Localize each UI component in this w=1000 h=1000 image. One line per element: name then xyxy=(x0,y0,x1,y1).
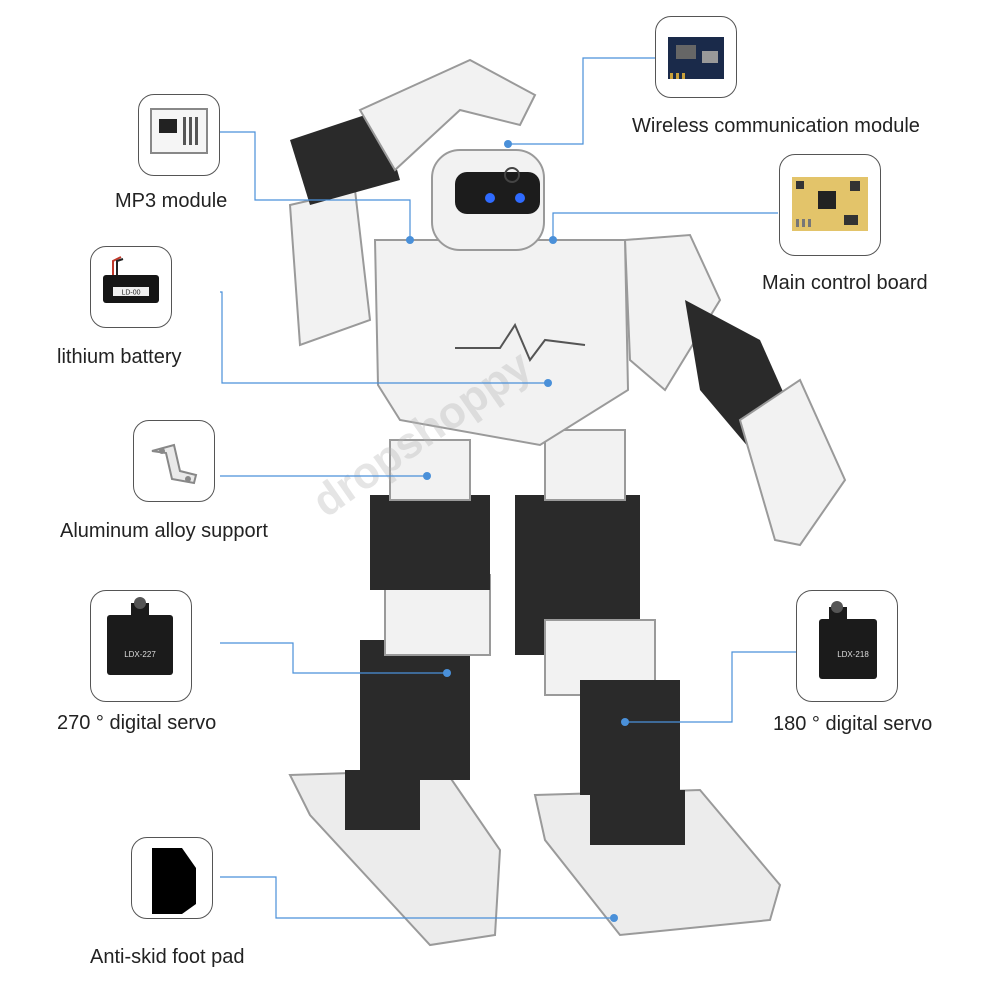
mp3-module-thumbnail xyxy=(138,94,220,176)
callout-line-servo270 xyxy=(220,642,447,674)
label-lithium-battery: lithium battery xyxy=(57,346,182,368)
label-aluminum-support: Aluminum alloy support xyxy=(60,520,268,542)
callout-dot-mp3 xyxy=(406,236,414,244)
left-hip-bracket xyxy=(389,439,471,501)
label-main-board: Main control board xyxy=(762,272,928,294)
label-mp3-module: MP3 module xyxy=(115,190,228,212)
lithium-battery-thumbnail: LD-00 xyxy=(90,246,172,328)
aluminum-support-thumbnail xyxy=(133,420,215,502)
label-foot-pad: Anti-skid foot pad xyxy=(90,946,245,968)
label-servo180: 180 ° digital servo xyxy=(773,713,933,735)
wireless-module-thumbnail xyxy=(655,16,737,98)
servo-270-icon: LDX-227 xyxy=(107,597,173,675)
callout-dot-support xyxy=(423,472,431,480)
left-thigh xyxy=(370,495,490,590)
control-board-thumbnail xyxy=(779,154,881,256)
right-hip-bracket xyxy=(544,429,626,501)
servo270-model-text: LDX-227 xyxy=(124,650,156,659)
robot-visor xyxy=(455,172,540,214)
right-shin xyxy=(580,680,680,795)
label-servo270: 270 ° digital servo xyxy=(57,712,217,734)
label-wireless-module: Wireless communication module xyxy=(632,115,920,137)
servo180-thumbnail: LDX-218 xyxy=(796,590,898,702)
foot-pad-icon xyxy=(152,848,196,914)
servo270-thumbnail: LDX-227 xyxy=(90,590,192,702)
mp3-module-icon xyxy=(150,108,208,154)
torso-heartbeat-line xyxy=(455,322,586,362)
right-eye xyxy=(515,193,525,203)
callout-line-wireless xyxy=(508,57,655,145)
servo180-model-text: LDX-218 xyxy=(837,650,869,659)
left-forearm-servo xyxy=(290,110,400,205)
callout-line-battery xyxy=(220,291,548,384)
left-eye xyxy=(485,193,495,203)
callout-dot-servo270 xyxy=(443,669,451,677)
callout-dot-servo180 xyxy=(621,718,629,726)
servo-180-icon: LDX-218 xyxy=(819,601,877,679)
torso-shell xyxy=(373,239,630,447)
lithium-battery-icon: LD-00 xyxy=(103,256,159,303)
callout-line-servo180 xyxy=(625,651,796,723)
foot-pad-thumbnail xyxy=(131,837,213,919)
left-hand-plate xyxy=(358,58,537,172)
callout-dot-footpad xyxy=(610,914,618,922)
left-shin xyxy=(360,640,470,780)
right-gripper xyxy=(738,378,847,547)
callout-dot-battery xyxy=(544,379,552,387)
callout-dot-board xyxy=(549,236,557,244)
callout-line-board xyxy=(552,212,778,240)
right-foot-servo xyxy=(590,790,685,845)
callout-line-mp3 xyxy=(220,131,411,240)
wireless-module-icon xyxy=(668,37,724,79)
aluminum-bracket-icon xyxy=(151,443,198,485)
control-board-icon xyxy=(792,177,868,231)
callout-line-footpad xyxy=(220,876,614,919)
callout-dot-wireless xyxy=(504,140,512,148)
battery-sticker-text: LD-00 xyxy=(121,290,140,297)
head-logo-ring xyxy=(504,167,520,183)
